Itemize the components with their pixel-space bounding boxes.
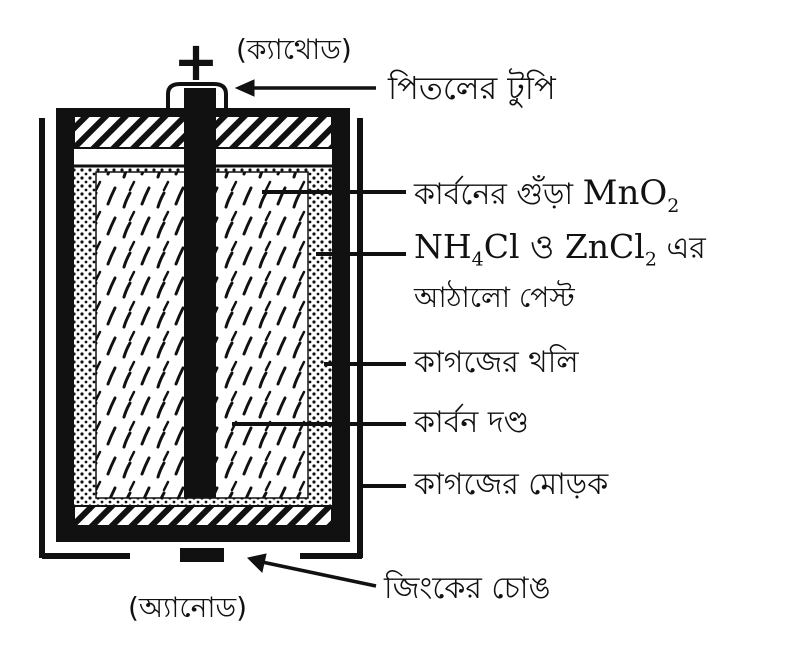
nh-text: NH (414, 227, 472, 266)
zinc-can-label: জিংকের চোঙ (384, 571, 551, 606)
carbon-powder-text: কার্বনের গুঁড়া (414, 177, 574, 212)
mno-subscript: 2 (667, 194, 680, 217)
bottom-insulator (73, 505, 333, 527)
plus-terminal: + (173, 30, 218, 93)
paste-label-line2: NH4Cl ও ZnCl2 এর (414, 230, 706, 270)
carbon-rod-label: কার্বন দণ্ড (414, 405, 530, 440)
paper-wrap-label: কাগজের মোড়ক (414, 467, 609, 502)
zncl-subscript: 2 (644, 248, 657, 271)
brass-cap-label: পিতলের টুপি (388, 69, 556, 107)
anode-label: (অ্যানোড) (128, 591, 248, 624)
mno-text: MnO (582, 173, 668, 213)
cl-and-zncl-text: Cl ও ZnCl (483, 227, 645, 266)
cathode-label: (ক্যাথোড) (236, 33, 352, 66)
leader-lines (232, 79, 406, 588)
brass-cap (166, 82, 228, 108)
paste-label-line1: কার্বনের গুঁড়া MnO2 (414, 176, 679, 216)
nh4cl-formula: NH4Cl ও ZnCl2 (414, 227, 657, 269)
paste-label-line3: আঠালো পেস্ট (414, 281, 575, 314)
carbon-rod (184, 88, 216, 498)
mno2-formula: MnO2 (582, 173, 680, 215)
paper-bag-label: কাগজের থলি (414, 345, 579, 380)
nh-subscript: 4 (471, 248, 484, 271)
er-text: এর (666, 231, 706, 266)
